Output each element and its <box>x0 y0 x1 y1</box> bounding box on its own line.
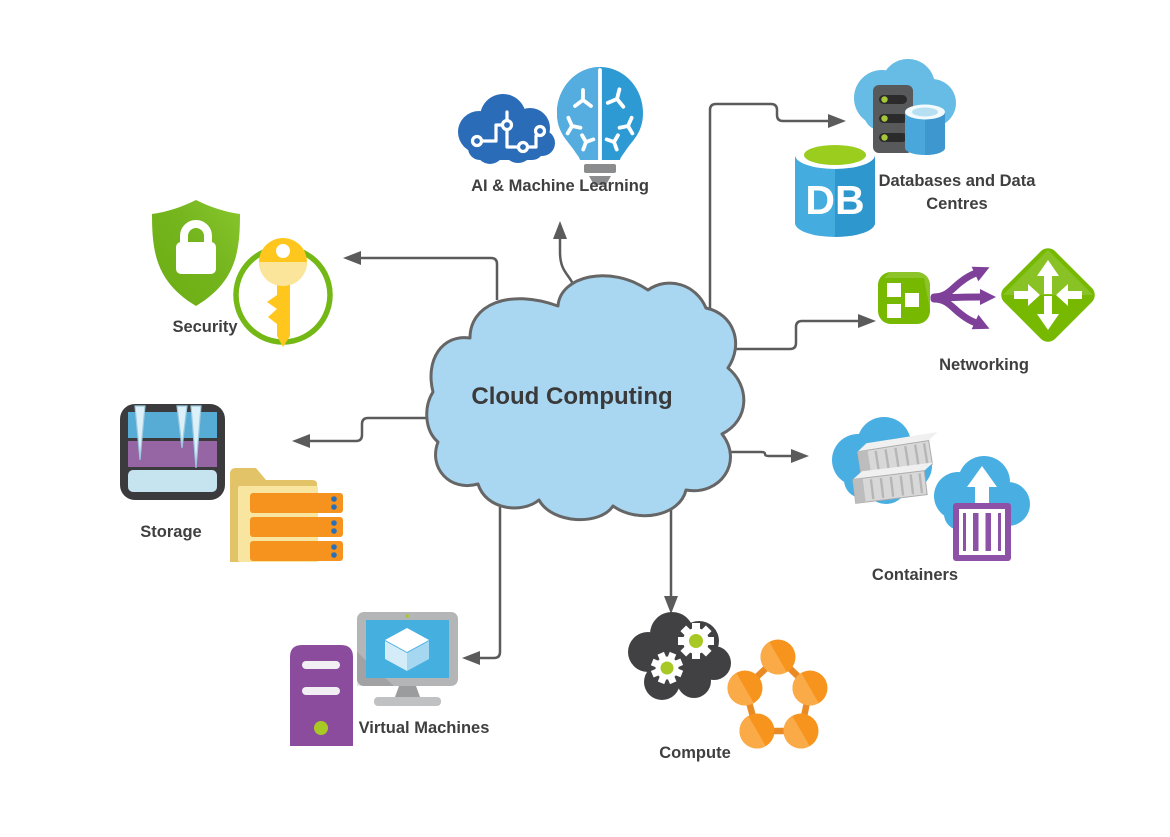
connector-databases-arrowhead <box>828 114 846 128</box>
connector-storage <box>309 416 448 443</box>
load-balancer-icon <box>878 266 996 330</box>
connector-ai-ml-arrowhead <box>553 221 567 239</box>
balancer-fanout-arrows <box>930 266 996 330</box>
container-upload-cloud-icon <box>934 456 1030 561</box>
folder-servers-icon <box>230 468 343 562</box>
db-cylinder-icon: DB <box>795 141 875 237</box>
node-security: Security <box>152 200 333 347</box>
idea-bulb-brain-icon <box>557 67 643 185</box>
db-badge-text: DB <box>805 177 864 223</box>
container-box-icon <box>953 503 1011 561</box>
label-databases-line2: Centres <box>926 195 987 213</box>
central-cloud-node: Cloud Computing <box>425 274 746 521</box>
node-ai-machine-learning: AI & Machine Learning <box>458 67 649 195</box>
gear-large <box>678 623 714 659</box>
connectors <box>292 102 876 665</box>
server-rack-icon <box>873 85 913 153</box>
shipping-container-bottom <box>852 462 934 504</box>
connector-databases <box>708 102 829 315</box>
label-networking: Networking <box>939 356 1029 374</box>
circuit-brain-icon <box>458 94 555 164</box>
upload-arrow <box>967 466 997 508</box>
label-virtual-machines: Virtual Machines <box>359 719 490 737</box>
cluster-pentagon-icon <box>727 639 828 749</box>
connector-security <box>360 256 499 300</box>
connector-virtual-machines-arrowhead <box>462 651 480 665</box>
data-centre-cloud-icon <box>854 59 956 155</box>
node-databases-data-centres: DB Databases and Data Centres <box>795 59 1036 237</box>
tower-pc-icon <box>290 645 353 746</box>
icicles <box>134 405 202 469</box>
vm-cube <box>385 628 429 671</box>
connector-containers <box>715 450 792 458</box>
connector-networking-arrowhead <box>858 314 876 328</box>
label-databases-line1: Databases and Data <box>879 172 1037 190</box>
shield-lock-icon <box>152 200 240 306</box>
node-compute: Compute <box>628 612 828 762</box>
cloud-shape <box>425 274 746 521</box>
connector-virtual-machines <box>479 503 502 660</box>
node-storage: Storage <box>120 404 343 562</box>
router-icon <box>1001 248 1095 342</box>
central-cloud-title: Cloud Computing <box>471 383 672 410</box>
connector-storage-arrowhead <box>292 434 310 448</box>
access-key-icon <box>233 238 333 347</box>
orange-server-bars <box>250 493 343 561</box>
connector-containers-arrowhead <box>791 449 809 463</box>
node-virtual-machines: Virtual Machines <box>290 612 489 746</box>
bulb-synapse-marks <box>565 87 635 152</box>
cold-storage-icon <box>120 404 225 500</box>
node-networking: Networking <box>878 248 1095 374</box>
label-storage: Storage <box>140 523 201 541</box>
label-ai-machine-learning: AI & Machine Learning <box>471 177 649 195</box>
connector-security-arrowhead <box>343 251 361 265</box>
gears-cloud-icon <box>628 612 731 700</box>
node-containers: Containers <box>832 417 1030 584</box>
label-security: Security <box>172 318 238 336</box>
vm-monitor-icon <box>357 612 458 706</box>
small-database-cylinder-icon <box>905 104 945 155</box>
connector-networking <box>715 319 859 351</box>
label-compute: Compute <box>659 744 731 762</box>
connector-compute-arrowhead <box>664 596 678 614</box>
gear-small <box>650 651 684 685</box>
label-containers: Containers <box>872 566 958 584</box>
container-ship-cloud-icon <box>832 417 938 504</box>
